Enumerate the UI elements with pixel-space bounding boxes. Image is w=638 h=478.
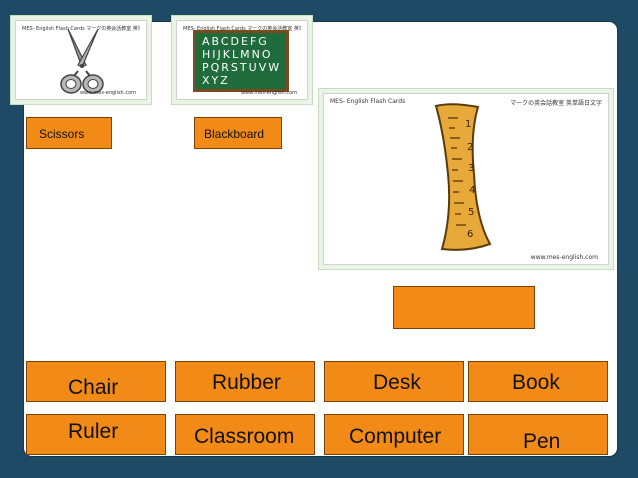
ruler-mark: 4 <box>469 185 475 196</box>
card-face: MES- English Flash Cards マークの英会話教室 英単語日文… <box>15 20 147 100</box>
word-tile-label: Rubber <box>212 371 281 394</box>
scissors-flash-card[interactable]: MES- English Flash Cards マークの英会話教室 英単語日文… <box>10 15 152 105</box>
board-row: XYZ <box>202 74 230 87</box>
card-footer: www.mes-english.com <box>530 254 598 261</box>
card-header: MES- English Flash Cards マークの英会話教室 英単語日文… <box>183 26 301 32</box>
ruler-mark: 1 <box>465 119 471 130</box>
card-header-left: MES- English Flash Cards <box>330 98 406 105</box>
board-row: HIJKLMNO <box>202 48 273 61</box>
word-tile-label: Desk <box>373 371 421 394</box>
word-tile-label: Ruler <box>68 420 119 443</box>
word-tile-label: Chair <box>68 376 119 399</box>
card-footer: www.mes-english.com <box>80 90 136 96</box>
blackboard-label[interactable]: Blackboard <box>194 117 282 149</box>
blackboard-flash-card[interactable]: MES- English Flash Cards マークの英会話教室 英単語日文… <box>171 15 313 105</box>
blackboard-image: ABCDEFG HIJKLMNO PQRSTUVW XYZ <box>193 30 289 92</box>
card-header: MES- English Flash Cards マークの英会話教室 英単語日文… <box>330 98 602 106</box>
ruler-mark: 6 <box>467 229 473 240</box>
word-tile-label: Computer <box>349 425 442 448</box>
card-face: MES- English Flash Cards マークの英会話教室 英単語日文… <box>323 93 609 265</box>
word-tile-classroom[interactable]: Classroom <box>175 414 315 455</box>
word-tile-book[interactable]: Book <box>468 361 608 402</box>
card-header: MES- English Flash Cards マークの英会話教室 英単語日文… <box>22 26 140 32</box>
word-tile-label: Pen <box>523 430 561 453</box>
word-tile-pen[interactable]: Pen <box>468 414 608 455</box>
word-tile-label: Book <box>512 371 560 394</box>
word-tile-computer[interactable]: Computer <box>324 414 464 455</box>
word-tile-ruler[interactable]: Ruler <box>26 414 166 455</box>
ruler-mark: 5 <box>468 207 474 218</box>
answer-drop-target[interactable] <box>393 286 535 329</box>
ruler-mark: 3 <box>468 163 474 174</box>
scissors-icon <box>60 28 104 94</box>
card-header-right: マークの英会話教室 英単語日文字 <box>510 100 602 106</box>
card-footer: www.mes-english.com <box>241 90 297 96</box>
board-row: ABCDEFG <box>202 35 269 48</box>
ruler-icon: 1 2 3 4 5 6 <box>434 103 492 251</box>
word-tile-desk[interactable]: Desk <box>324 361 464 402</box>
scissors-label[interactable]: Scissors <box>26 117 112 149</box>
word-tile-label: Classroom <box>194 425 295 448</box>
board-row: PQRSTUVW <box>202 61 282 74</box>
word-tile-chair[interactable]: Chair <box>26 361 166 402</box>
card-face: MES- English Flash Cards マークの英会話教室 英単語日文… <box>176 20 308 100</box>
ruler-flash-card[interactable]: MES- English Flash Cards マークの英会話教室 英単語日文… <box>318 88 614 270</box>
word-tile-rubber[interactable]: Rubber <box>175 361 315 402</box>
ruler-mark: 2 <box>467 142 473 153</box>
